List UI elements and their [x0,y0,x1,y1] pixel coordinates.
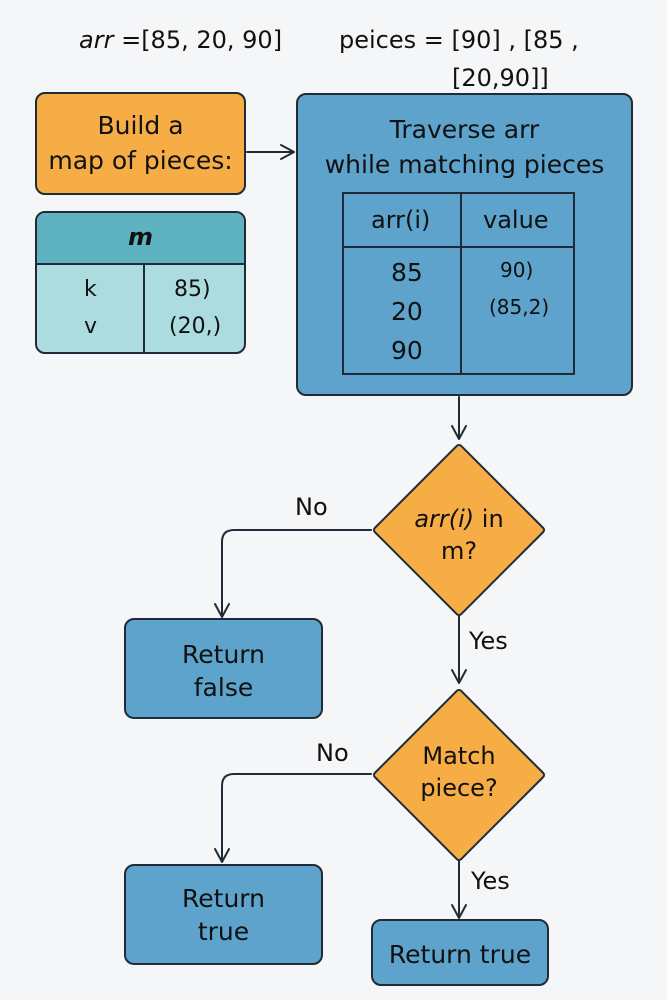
traverse-table-header-row [344,194,573,248]
arr-value-90: 90 [391,336,423,365]
traverse-box: Traverse arr while matching pieces [296,93,633,396]
arrowhead-decision2-no [214,848,230,863]
arrow-decision2-no [221,773,372,862]
table-header-arr: arr(i) [371,206,431,234]
decision-arr-in-map-line-1-italic: arr(i) [414,505,475,533]
return-true-left-lines: Return true [126,882,321,948]
arr-value: =[85, 20, 90] [113,26,283,54]
pieces-line-2: [20,90]] [452,64,549,92]
map-table-header: m [37,213,244,265]
traverse-line-1-text: Traverse arr [389,115,540,144]
build-map-line-2: map of pieces: [48,146,233,175]
build-map-line-1: Build a [97,111,184,140]
decision-arr-in-map-text: arr(i) in m? [396,503,522,568]
build-map-box: Build a map of pieces: [35,92,246,195]
decision-match-piece-line-1: Match [422,742,496,770]
edge-label-yes-1: Yes [469,627,508,655]
return-true-box-left: Return true [124,864,323,965]
map-title: m [127,223,153,251]
arrow-decision1-no [221,529,372,617]
traverse-line-1: Traverse arr [298,115,631,144]
arrowhead-decision2-yes [451,904,467,919]
value-90: 90) [500,258,534,282]
decision-match-piece-text: Match piece? [396,740,522,805]
return-true-left-line-1: Return [182,884,265,913]
arr-name: arr [79,26,114,54]
decision-arr-in-map-line-1: arr(i) in [396,503,522,535]
arr-header: arr =[85, 20, 90] [79,28,282,52]
map-value-20: (20,) [169,314,222,339]
table-header-value: value [483,206,549,234]
map-table: m k 85) v (20,) [35,211,246,354]
arrowhead-build-to-traverse [280,144,295,160]
arr-value-20: 20 [391,297,423,326]
value-85-2: (85,2) [489,295,550,319]
arrowhead-decision1-no [214,603,230,618]
return-false-line-2: false [193,673,254,702]
traverse-line-2: while matching pieces [324,150,605,179]
map-value-85: 85) [174,277,211,302]
map-table-divider [143,263,145,352]
arrowhead-traverse-to-decision1 [451,425,467,440]
return-false-lines: Return false [126,638,321,704]
traverse-table: arr(i) value 85 20 90 90) (85,2) [342,192,575,375]
pieces-line-1: peices = [90] , [85 , [339,26,579,54]
decision-arr-in-map-line-2: m? [440,537,478,566]
arr-value-85: 85 [391,258,423,287]
return-false-box: Return false [124,618,323,719]
decision-arr-in-map-line-1-rest: in [474,505,504,533]
return-true-right-line-1: Return true [388,940,532,969]
return-true-left-line-2: true [197,917,250,946]
traverse-table-divider [460,194,462,373]
edge-label-no-1: No [295,493,328,521]
return-false-line-1: Return [182,640,265,669]
arrowhead-decision1-yes [451,669,467,684]
edge-label-yes-2: Yes [471,867,510,895]
decision-match-piece-line-2: piece? [420,774,498,803]
map-key-k: k [84,277,97,302]
return-true-box-right: Return true [371,919,549,986]
map-key-v: v [84,314,98,339]
edge-label-no-2: No [316,739,349,767]
